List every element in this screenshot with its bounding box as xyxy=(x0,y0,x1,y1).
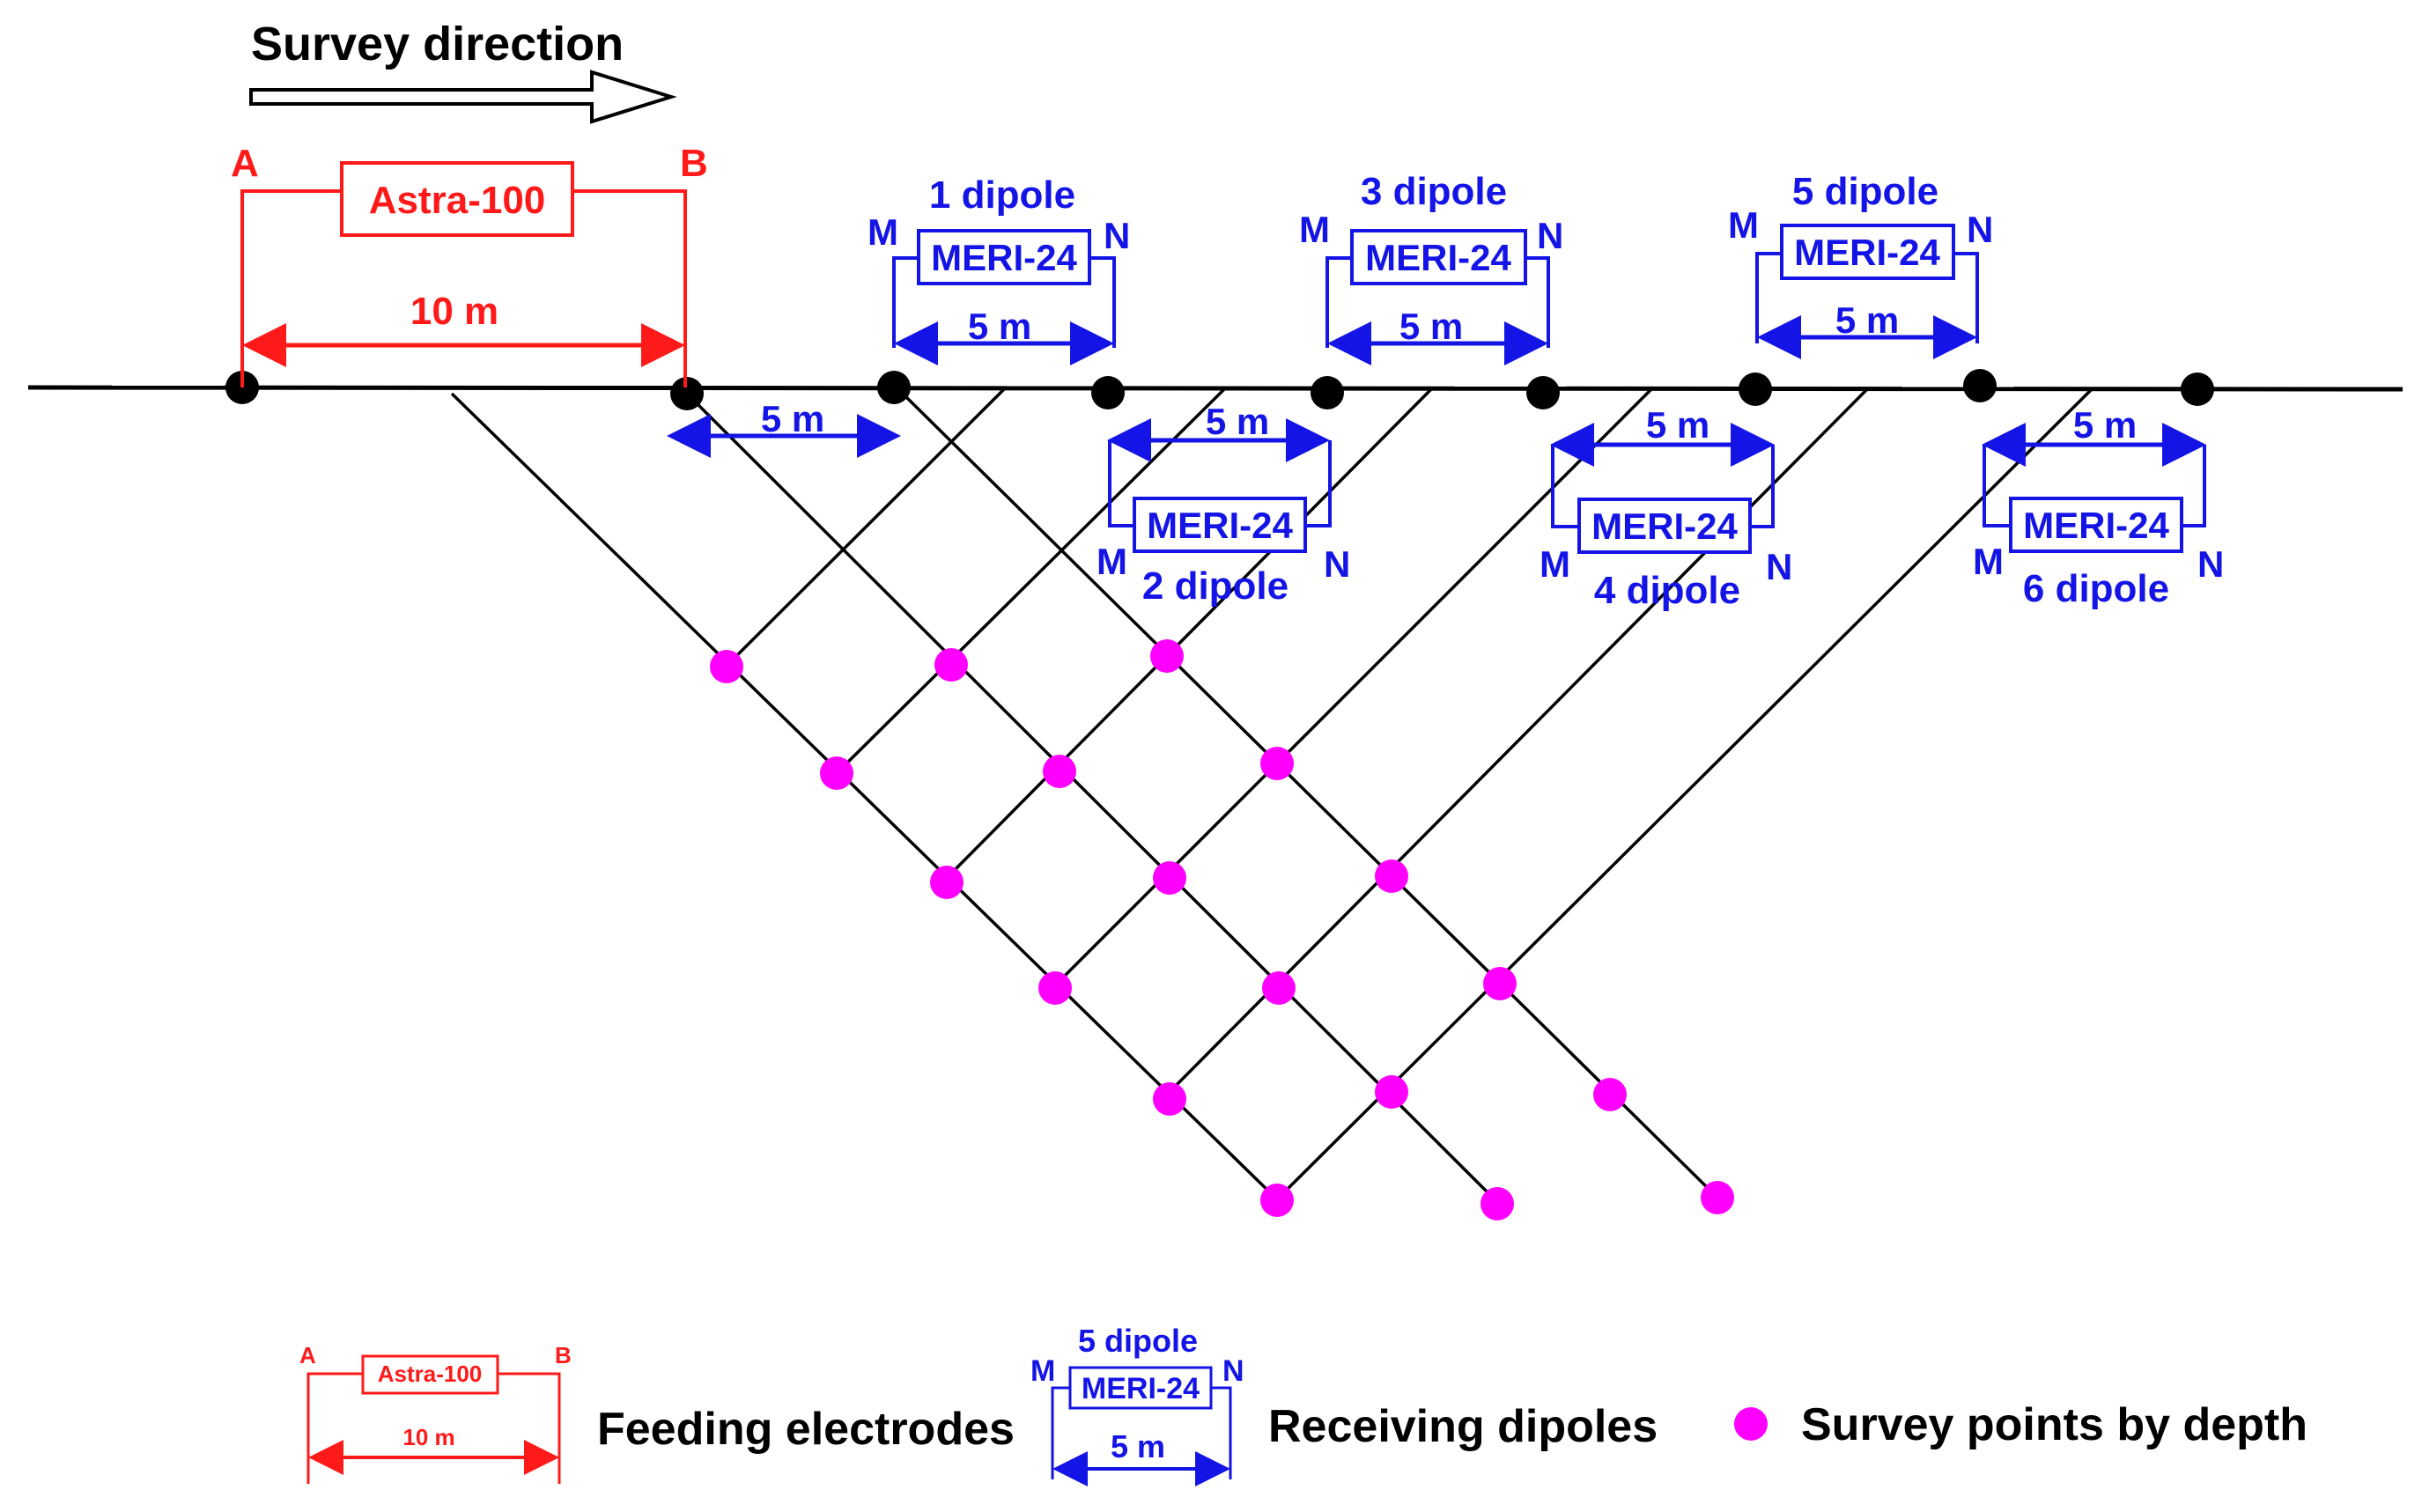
dipole-4-m: M xyxy=(1540,543,1570,585)
meri-24-label: MERI-24 xyxy=(1591,505,1738,547)
survey-point xyxy=(1483,967,1517,1000)
legend-dipole-label: 5 dipole xyxy=(1078,1323,1198,1359)
astra-100-box xyxy=(340,161,574,237)
dipole-6-label: 6 dipole xyxy=(2023,567,2169,610)
survey-point xyxy=(1043,755,1076,788)
electrode-b-label: B xyxy=(680,142,708,185)
electrodes xyxy=(225,369,2214,410)
dipole-4: 5 m MERI-24 M N 4 dipole xyxy=(1540,404,1792,612)
dipole-2-m: M xyxy=(1097,541,1127,582)
legend-receiving-symbol: 5 dipole M N MERI-24 5 m xyxy=(1030,1323,1244,1486)
survey-direction-title: Survey direction xyxy=(251,18,624,70)
dipole-4-spacing: 5 m xyxy=(1646,404,1709,446)
hollow-right-arrow-icon xyxy=(249,70,677,124)
dipole-1-n: N xyxy=(1104,215,1130,256)
legend-feeding-caption: Feeding electrodes xyxy=(597,1404,1015,1455)
electrode-1-n xyxy=(1091,376,1125,409)
dipole-4-label: 4 dipole xyxy=(1594,569,1740,612)
legend-astra-100-label: Astra-100 xyxy=(378,1361,483,1387)
legend-points-caption: Survey points by depth xyxy=(1801,1399,2308,1450)
electrode-6-n xyxy=(2181,372,2214,406)
meri-24-label: MERI-24 xyxy=(1365,237,1511,278)
legend-n-label: N xyxy=(1222,1354,1244,1388)
meri-24-box xyxy=(1577,498,1752,554)
meri-24-label: MERI-24 xyxy=(1147,505,1293,546)
dipole-2-n: N xyxy=(1324,543,1350,585)
electrode-a-label: A xyxy=(231,142,259,185)
dipole-3-spacing: 5 m xyxy=(1399,306,1463,347)
survey-point xyxy=(1260,1184,1294,1217)
legend: A B Astra-100 10 m Feeding electrodes 5 … xyxy=(299,1323,2308,1486)
dipole-2-label: 2 dipole xyxy=(1142,564,1289,608)
legend-astra-100-box xyxy=(361,1354,499,1395)
meri-24-box xyxy=(2009,497,2183,553)
meri-24-box xyxy=(1350,229,1527,285)
electrode-5-n xyxy=(1963,369,1997,402)
survey-point xyxy=(934,648,968,682)
legend-dipole-spacing: 5 m xyxy=(1111,1428,1165,1464)
dipole-1-spacing: 5 m xyxy=(968,306,1031,347)
legend-b-label: B xyxy=(555,1342,572,1368)
survey-point xyxy=(710,650,743,683)
electrode-1-m xyxy=(877,371,911,404)
legend-ab-spacing: 10 m xyxy=(402,1424,454,1450)
astra-100-label: Astra-100 xyxy=(369,179,546,222)
legend-meri-24-label: MERI-24 xyxy=(1082,1372,1200,1405)
meri-24-box xyxy=(1780,224,1955,280)
legend-feeding-symbol: A B Astra-100 10 m xyxy=(299,1342,572,1484)
survey-point xyxy=(820,756,853,790)
meri-24-label: MERI-24 xyxy=(1794,232,1940,273)
survey-point xyxy=(1701,1181,1734,1214)
dipole-6: 5 m MERI-24 M N 6 dipole xyxy=(1973,404,2224,610)
survey-point xyxy=(1375,859,1408,893)
dipole-3-label: 3 dipole xyxy=(1361,170,1507,213)
meri-24-box xyxy=(1133,497,1307,553)
dipole-5-n: N xyxy=(1967,209,1993,250)
meri-24-label: MERI-24 xyxy=(931,237,1077,278)
dipole-6-m: M xyxy=(1973,541,2004,582)
survey-point xyxy=(1150,639,1184,673)
dipole-3-n: N xyxy=(1537,215,1563,256)
legend-meri-24-box xyxy=(1068,1366,1213,1410)
survey-point xyxy=(1153,861,1186,895)
survey-point xyxy=(930,866,964,899)
dipole-3: 3 dipole M N MERI-24 5 m xyxy=(1299,170,1563,365)
dipole-6-spacing: 5 m xyxy=(2073,404,2137,446)
survey-points xyxy=(710,639,1734,1221)
electrode-5-m xyxy=(1739,372,1772,406)
ab-spacing-label: 10 m xyxy=(410,290,498,333)
dipole-5-label: 5 dipole xyxy=(1792,170,1938,213)
dipole-3-m: M xyxy=(1299,209,1330,250)
survey-point xyxy=(1481,1187,1514,1221)
survey-point xyxy=(1262,971,1296,1005)
electrode-3-n xyxy=(1526,376,1560,409)
dipole-5-m: M xyxy=(1728,204,1759,246)
survey-point xyxy=(1153,1082,1186,1116)
survey-point xyxy=(1593,1078,1627,1111)
legend-receiving-caption: Receiving dipoles xyxy=(1268,1401,1658,1452)
dipole-5-spacing: 5 m xyxy=(1835,299,1899,341)
magenta-dot-icon xyxy=(1734,1407,1768,1441)
dipole-6-n: N xyxy=(2197,543,2224,585)
survey-point xyxy=(1375,1075,1408,1109)
legend-m-label: M xyxy=(1030,1354,1055,1388)
ground-surface-line xyxy=(27,385,2404,392)
dipole-2-spacing: 5 m xyxy=(1206,401,1269,442)
offset-label: 5 m xyxy=(761,398,824,439)
meri-24-box xyxy=(917,229,1091,285)
meri-24-label: MERI-24 xyxy=(2023,505,2169,546)
feeding-electrodes-group: A B Astra-100 10 m xyxy=(231,142,708,387)
survey-point xyxy=(1038,971,1072,1005)
dipole-1-label: 1 dipole xyxy=(929,173,1075,217)
dipole-1-m: M xyxy=(868,211,898,253)
dipole-1: 1 dipole M N MERI-24 5 m xyxy=(868,173,1130,365)
dipole-4-n: N xyxy=(1766,546,1792,587)
electrode-3-m xyxy=(1311,376,1344,409)
survey-point xyxy=(1260,747,1294,780)
dipole-5: 5 dipole M N MERI-24 5 m xyxy=(1728,170,1993,359)
dipole-2: 5 m MERI-24 M N 2 dipole xyxy=(1097,401,1350,608)
electrode-b xyxy=(670,377,704,410)
legend-a-label: A xyxy=(299,1342,316,1368)
